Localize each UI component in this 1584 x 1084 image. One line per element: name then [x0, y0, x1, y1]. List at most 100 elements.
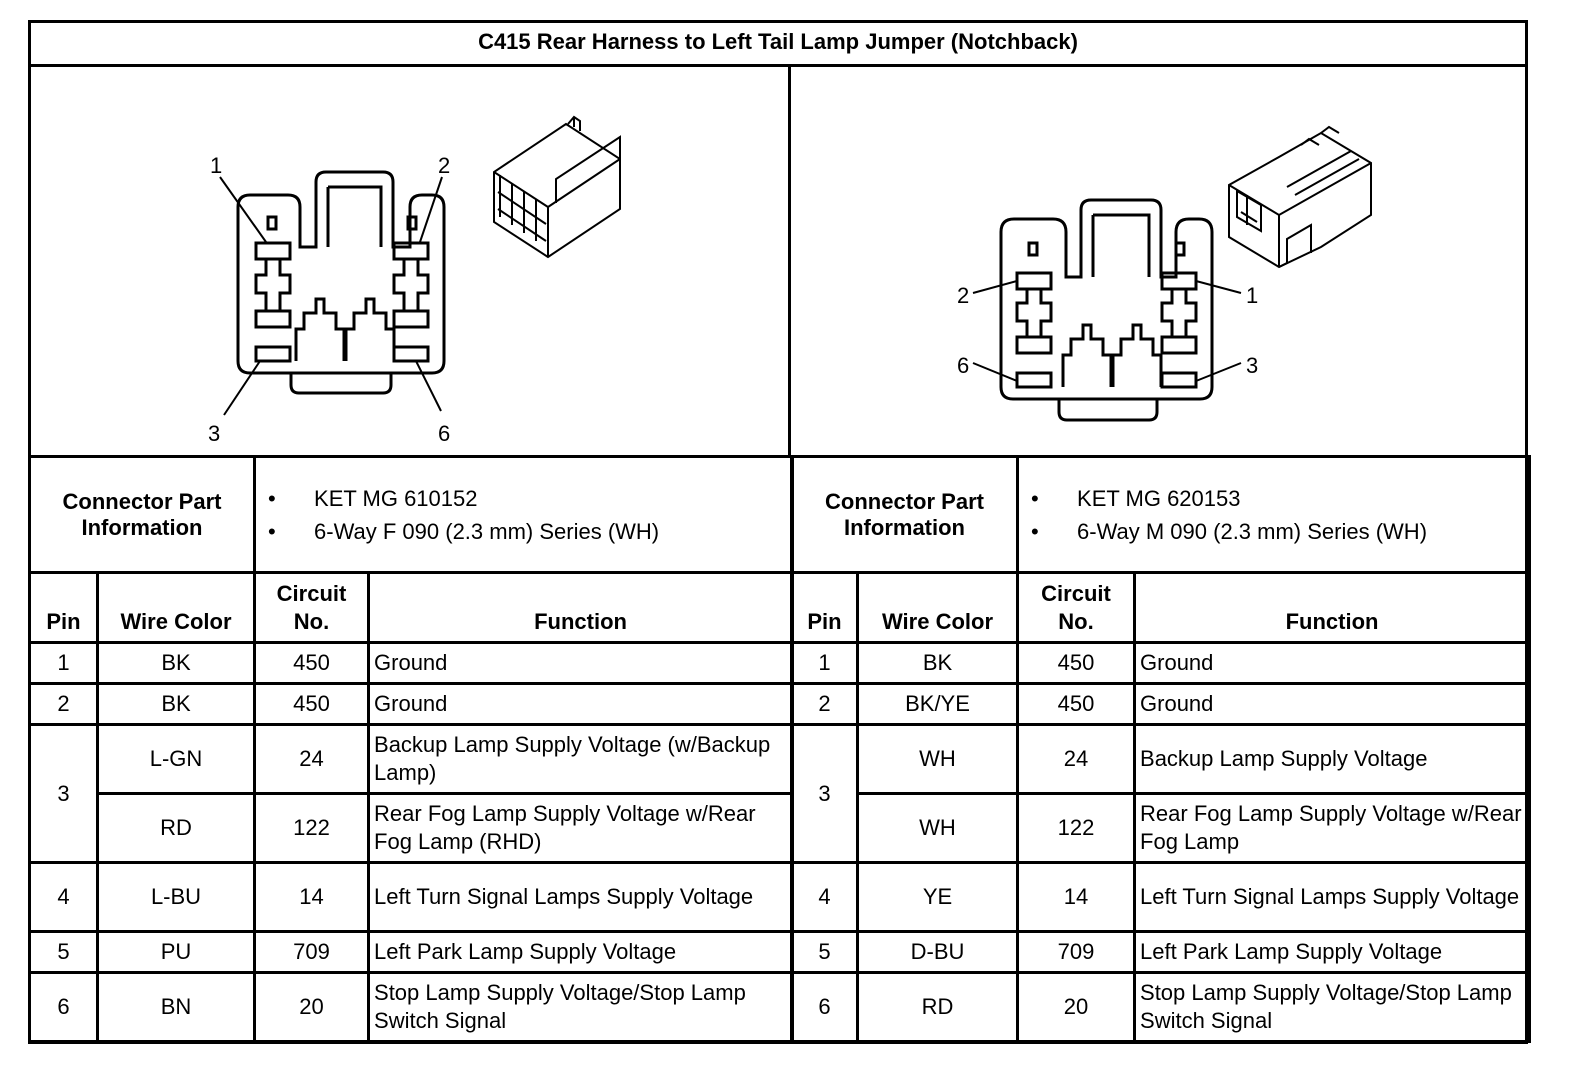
circuit-cell: 14	[1016, 861, 1137, 933]
function-cell: Backup Lamp Supply Voltage (w/Backup Lam…	[367, 723, 795, 795]
pin-cell: 6	[790, 971, 859, 1043]
right-connector-diagram: 2 1 6 3	[957, 125, 1372, 422]
part-info-label: Connector Part Information	[27, 455, 257, 574]
pin-cell: 3	[28, 723, 99, 864]
circuit-cell: 20	[253, 971, 371, 1043]
col-header-function: Function	[1133, 571, 1532, 644]
table-row: 2 BK 450 Ground	[28, 682, 795, 726]
table-row: 1 BK 450 Ground	[28, 641, 795, 685]
table-header-row: Pin Wire Color Circuit No. Function	[790, 571, 1532, 644]
wire-color-cell: WH	[855, 792, 1020, 864]
function-cell: Ground	[367, 641, 795, 685]
table-header-row: Pin Wire Color Circuit No. Function	[28, 571, 795, 644]
function-cell: Ground	[1133, 641, 1532, 685]
function-cell: Ground	[367, 682, 795, 726]
table-row: WH 122 Rear Fog Lamp Supply Voltage w/Re…	[792, 792, 1532, 864]
table-row: 4 L-BU 14 Left Turn Signal Lamps Supply …	[28, 861, 795, 933]
wire-color-cell: RD	[855, 971, 1020, 1043]
wire-color-cell: BK/YE	[855, 682, 1020, 726]
col-header-wire-color: Wire Color	[855, 571, 1020, 644]
col-header-circuit: Circuit No.	[253, 571, 371, 644]
left-connector-lock-tab	[289, 373, 393, 395]
wire-color-cell: BN	[95, 971, 257, 1043]
left-connector-table: Connector Part Information KET MG 610152…	[27, 455, 795, 1043]
right-connector-lock-tab	[1057, 399, 1159, 422]
circuit-cell: 709	[253, 930, 371, 974]
table-row: RD 122 Rear Fog Lamp Supply Voltage w/Re…	[30, 792, 795, 864]
col-header-wire-color: Wire Color	[95, 571, 257, 644]
pin-label-2: 2	[957, 283, 969, 308]
pin-cell: 5	[790, 930, 859, 974]
function-cell: Left Park Lamp Supply Voltage	[1133, 930, 1532, 974]
circuit-cell: 450	[1016, 682, 1137, 726]
wire-color-cell: L-GN	[95, 723, 257, 795]
wire-color-cell: BK	[95, 682, 257, 726]
pin-cell: 3	[790, 723, 859, 864]
part-info-list: KET MG 610152 6-Way F 090 (2.3 mm) Serie…	[253, 455, 795, 574]
part-info-label: Connector Part Information	[789, 455, 1020, 574]
page-title: C415 Rear Harness to Left Tail Lamp Jump…	[28, 20, 1528, 67]
table-row: 4 YE 14 Left Turn Signal Lamps Supply Vo…	[790, 861, 1532, 933]
pin-label-2: 2	[438, 153, 450, 178]
pin-label-6: 6	[957, 353, 969, 378]
left-connector-diagram: 1 2 3 6	[208, 115, 621, 446]
function-cell: Rear Fog Lamp Supply Voltage w/Rear Fog …	[1133, 792, 1532, 864]
left-connector-latch	[326, 185, 383, 247]
function-cell: Stop Lamp Supply Voltage/Stop Lamp Switc…	[1133, 971, 1532, 1043]
pin-cell: 1	[28, 641, 99, 685]
function-cell: Backup Lamp Supply Voltage	[1133, 723, 1532, 795]
left-connector-housing	[236, 170, 446, 375]
pin-label-1: 1	[210, 153, 222, 178]
part-info-list: KET MG 620153 6-Way M 090 (2.3 mm) Serie…	[1016, 455, 1532, 574]
panel-divider	[788, 67, 791, 455]
table-row: 3 L-GN 24 Backup Lamp Supply Voltage (w/…	[28, 723, 795, 864]
pin-label-1: 1	[1246, 283, 1258, 308]
function-cell: Rear Fog Lamp Supply Voltage w/Rear Fog …	[367, 792, 795, 864]
pin-cell: 5	[28, 930, 99, 974]
right-connector-iso-view	[1228, 125, 1372, 269]
function-cell: Ground	[1133, 682, 1532, 726]
circuit-cell: 450	[253, 682, 371, 726]
circuit-cell: 122	[253, 792, 371, 864]
table-row: 5 D-BU 709 Left Park Lamp Supply Voltage	[790, 930, 1532, 974]
circuit-cell: 20	[1016, 971, 1137, 1043]
function-cell: Left Turn Signal Lamps Supply Voltage	[367, 861, 795, 933]
right-connector-latch	[1091, 213, 1151, 277]
pin-label-3: 3	[208, 421, 220, 446]
part-number: KET MG 620153	[1031, 482, 1524, 515]
col-header-pin: Pin	[28, 571, 99, 644]
part-series: 6-Way M 090 (2.3 mm) Series (WH)	[1031, 515, 1524, 548]
table-row: 3 WH 24 Backup Lamp Supply Voltage	[790, 723, 1532, 864]
circuit-cell: 450	[253, 641, 371, 685]
table-row: 1 BK 450 Ground	[790, 641, 1532, 685]
pin-label-3: 3	[1246, 353, 1258, 378]
right-connector-table: Connector Part Information KET MG 620153…	[789, 455, 1532, 1043]
wire-color-cell: WH	[855, 723, 1020, 795]
part-series: 6-Way F 090 (2.3 mm) Series (WH)	[268, 515, 787, 548]
part-info-row: Connector Part Information KET MG 610152…	[27, 455, 795, 574]
wire-color-cell: BK	[95, 641, 257, 685]
connector-sheet: C415 Rear Harness to Left Tail Lamp Jump…	[27, 20, 1532, 1044]
pin-cell: 4	[28, 861, 99, 933]
wire-color-cell: BK	[855, 641, 1020, 685]
pin-cell: 6	[28, 971, 99, 1043]
pin-label-6: 6	[438, 421, 450, 446]
function-cell: Stop Lamp Supply Voltage/Stop Lamp Switc…	[367, 971, 795, 1043]
circuit-cell: 122	[1016, 792, 1137, 864]
wire-color-cell: L-BU	[95, 861, 257, 933]
table-row: 5 PU 709 Left Park Lamp Supply Voltage	[28, 930, 795, 974]
pin-cell: 2	[790, 682, 859, 726]
col-header-function: Function	[367, 571, 795, 644]
circuit-cell: 709	[1016, 930, 1137, 974]
part-info-row: Connector Part Information KET MG 620153…	[789, 455, 1532, 574]
right-connector-housing	[999, 198, 1214, 401]
part-number: KET MG 610152	[268, 482, 787, 515]
table-row: 6 BN 20 Stop Lamp Supply Voltage/Stop La…	[28, 971, 795, 1043]
function-cell: Left Turn Signal Lamps Supply Voltage	[1133, 861, 1532, 933]
pin-cell: 2	[28, 682, 99, 726]
left-connector-iso-view	[493, 115, 621, 259]
circuit-cell: 450	[1016, 641, 1137, 685]
wire-color-cell: RD	[95, 792, 257, 864]
circuit-cell: 24	[1016, 723, 1137, 795]
pin-cell: 1	[790, 641, 859, 685]
